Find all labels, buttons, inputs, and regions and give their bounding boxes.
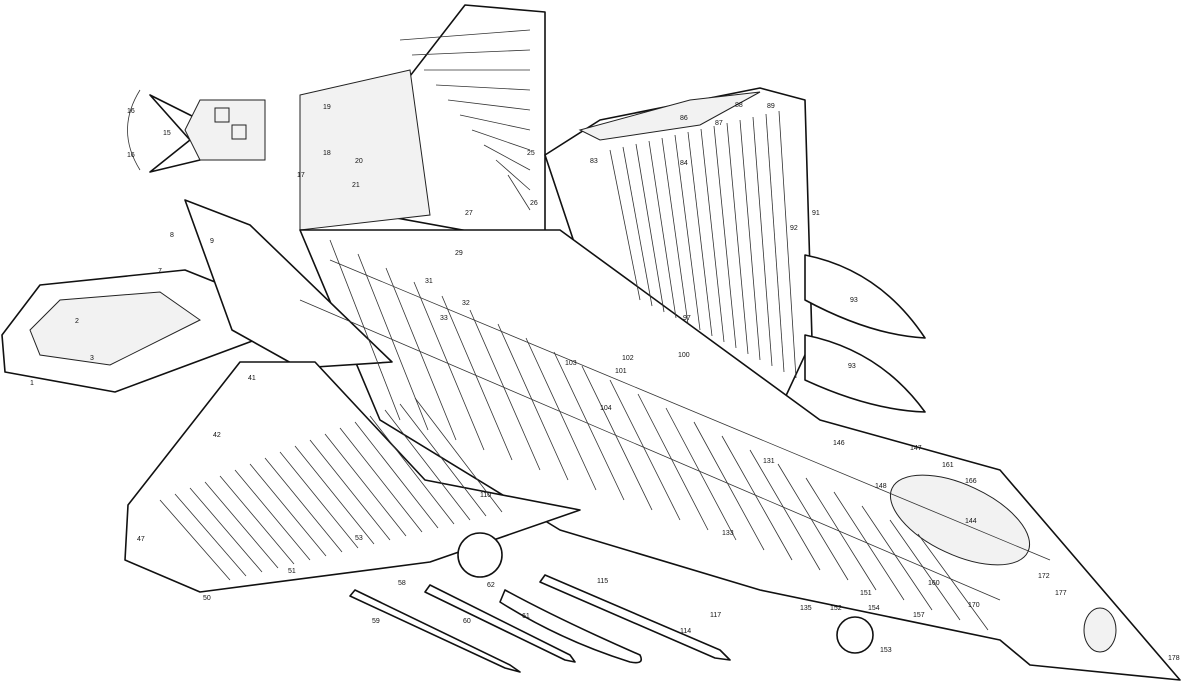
wing-left	[124, 361, 581, 593]
callout-number: 60	[463, 618, 471, 625]
callout-number: 131	[763, 458, 775, 465]
callout-number: 47	[137, 536, 145, 543]
callout-number: 59	[372, 618, 380, 625]
callout-number: 61	[522, 613, 530, 620]
callout-number: 16	[127, 152, 135, 159]
callout-number: 86	[680, 115, 688, 122]
nose-gear-wheel	[836, 616, 874, 654]
callout-number: 93	[850, 297, 858, 304]
callout-number: 84	[680, 160, 688, 167]
callout-number: 110	[480, 492, 492, 499]
callout-number: 26	[530, 200, 538, 207]
callout-number: 133	[722, 530, 734, 537]
callout-number: 32	[462, 300, 470, 307]
callout-number: 160	[928, 580, 940, 587]
callout-number: 9	[210, 238, 214, 245]
callout-number: 93	[848, 363, 856, 370]
callout-number: 51	[288, 568, 296, 575]
callout-number: 166	[965, 478, 977, 485]
callout-number: 177	[1055, 590, 1067, 597]
callout-number: 115	[597, 578, 609, 585]
callout-number: 7	[158, 268, 162, 275]
callout-number: 172	[1038, 573, 1050, 580]
callout-number: 102	[622, 355, 634, 362]
callout-number: 20	[355, 158, 363, 165]
weapons	[349, 574, 731, 673]
callout-number: 161	[942, 462, 954, 469]
callout-number: 53	[355, 535, 363, 542]
callout-number: 2	[75, 318, 79, 325]
callout-number: 100	[678, 352, 690, 359]
callout-number: 147	[910, 445, 922, 452]
callout-number: 17	[297, 172, 305, 179]
callout-number: 15	[163, 130, 171, 137]
callout-number: 89	[767, 103, 775, 110]
callout-number: 42	[213, 432, 221, 439]
callout-number: 152	[830, 605, 842, 612]
callout-number: 135	[800, 605, 812, 612]
callout-number: 103	[565, 360, 577, 367]
callout-number: 148	[875, 483, 887, 490]
callout-number: 170	[968, 602, 980, 609]
callout-number: 1	[30, 380, 34, 387]
callout-number: 29	[455, 250, 463, 257]
callout-number: 101	[615, 368, 627, 375]
callout-number: 27	[465, 210, 473, 217]
callout-number: 87	[715, 120, 723, 127]
callout-number: 154	[868, 605, 880, 612]
callout-number: 92	[790, 225, 798, 232]
callout-number: 19	[323, 104, 331, 111]
callout-number: 97	[683, 315, 691, 322]
callout-number: 50	[203, 595, 211, 602]
callout-number: 144	[965, 518, 977, 525]
engine-block	[299, 69, 431, 231]
vertical-fin-left	[184, 199, 393, 369]
callout-number: 3	[90, 355, 94, 362]
callout-number: 151	[860, 590, 872, 597]
callout-number: 8	[170, 232, 174, 239]
callout-number: 62	[487, 582, 495, 589]
callout-number: 178	[1168, 655, 1180, 662]
callout-number: 146	[833, 440, 845, 447]
internal-structure	[159, 29, 1051, 631]
callout-number: 153	[880, 647, 892, 654]
callout-number: 31	[425, 278, 433, 285]
nose-radar	[1083, 607, 1117, 653]
callout-number: 16	[127, 108, 135, 115]
callout-number: 157	[913, 612, 925, 619]
inset-rear-view	[127, 89, 266, 173]
callout-number: 117	[710, 612, 722, 619]
fuselage	[299, 229, 1181, 681]
callout-number: 25	[527, 150, 535, 157]
flap-right	[578, 91, 761, 141]
cockpit-canopy	[889, 474, 1031, 566]
callout-number: 18	[323, 150, 331, 157]
callout-number: 33	[440, 315, 448, 322]
external-fuel-tanks	[804, 254, 926, 413]
callout-number: 104	[600, 405, 612, 412]
callout-number: 21	[352, 182, 360, 189]
main-gear-wheel	[457, 532, 503, 578]
callout-number: 114	[680, 628, 692, 635]
callout-number: 88	[735, 102, 743, 109]
callout-number: 83	[590, 158, 598, 165]
callout-number: 91	[812, 210, 820, 217]
callout-number: 58	[398, 580, 406, 587]
callout-number: 41	[248, 375, 256, 382]
